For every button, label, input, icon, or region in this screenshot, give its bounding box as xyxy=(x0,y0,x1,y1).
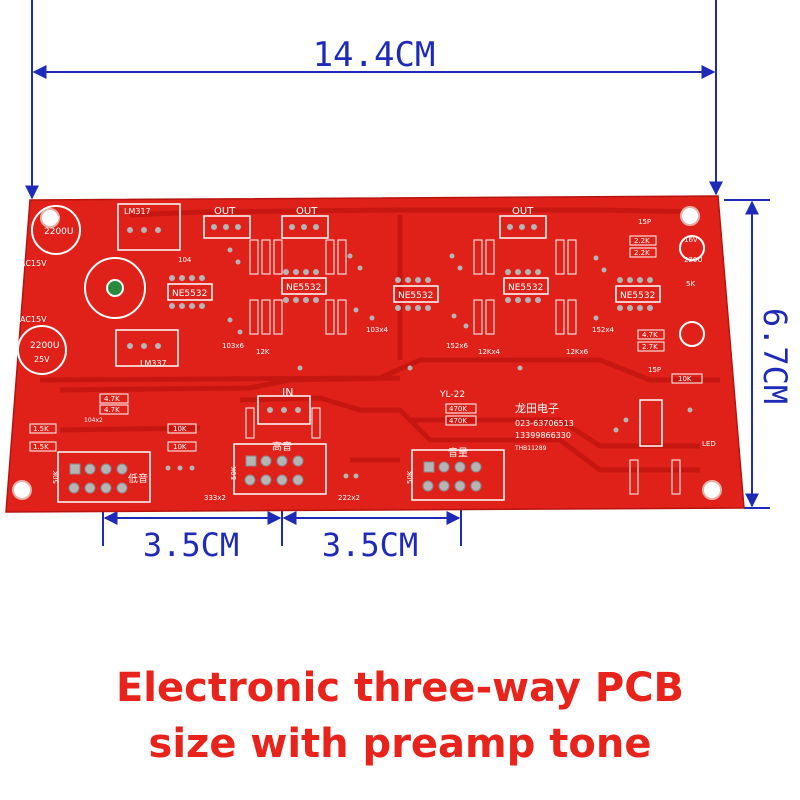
height-label: 6.7CM xyxy=(756,308,794,404)
cap-code: 152x4 xyxy=(592,326,615,334)
resistor-value: 15P xyxy=(648,366,661,374)
resistor-value: LED xyxy=(702,440,716,448)
capacitor-label: AC15V xyxy=(20,259,47,268)
ic-label: NE5532 xyxy=(620,291,655,301)
resistor-value: 4.7K xyxy=(104,406,120,414)
cap-code: 152x6 xyxy=(446,342,469,350)
output-label: OUT xyxy=(214,206,236,217)
output-label: OUT xyxy=(512,206,534,217)
resistor-value: 470K xyxy=(449,417,467,425)
potentiometer-pads xyxy=(68,455,482,494)
capacitor-footprints xyxy=(17,205,705,375)
ic-label: NE5532 xyxy=(286,283,321,293)
resistor-value: 2.2K xyxy=(634,249,650,257)
resistor-value: 1.5K xyxy=(33,425,49,433)
output-label: OUT xyxy=(296,206,318,217)
pot-value: 50K xyxy=(406,470,414,484)
resistor-value: 16V xyxy=(684,236,698,244)
resistor-value: 1.5K xyxy=(33,443,49,451)
caption-line-2: size with preamp tone xyxy=(148,721,652,767)
resistor-value: 12Kx4 xyxy=(478,348,501,356)
resistor-value: 4.7K xyxy=(642,331,658,339)
phone-label: 023-63706513 xyxy=(515,419,574,428)
cap-code: 333x2 xyxy=(204,494,226,502)
ic-pads xyxy=(127,224,653,413)
spacing-left-label: 3.5CM xyxy=(143,526,239,564)
resistor-value: 10K xyxy=(173,425,187,433)
cap-code: 103x6 xyxy=(222,342,245,350)
phone-label: 13399866330 xyxy=(515,431,571,440)
resistor-value: 2.7K xyxy=(642,343,658,351)
maker-label: 龙田电子 xyxy=(515,402,559,415)
resistor-value: 220U xyxy=(684,256,702,264)
resistor-value: 12Kx6 xyxy=(566,348,589,356)
bass-knob-label: 低音 xyxy=(128,472,148,485)
mounting-holes xyxy=(12,206,722,500)
pcb-board: 2200U 25V 2200U 25V AC15V AC15V LM317 LM… xyxy=(5,195,745,513)
resistor-value: 2.2K xyxy=(634,237,650,245)
resistor-value: 15P xyxy=(638,218,651,226)
knob-spacing-dimension: 3.5CM 3.5CM xyxy=(96,492,468,564)
ic-label: NE5532 xyxy=(398,291,433,301)
resistor-value: 470K xyxy=(449,405,467,413)
regulator-label: LM317 xyxy=(124,207,151,216)
width-dimension: 14.4CM xyxy=(25,0,723,200)
input-label: IN xyxy=(282,386,293,399)
regulator-label: LM337 xyxy=(140,359,167,368)
cap-code: 104x2 xyxy=(84,417,103,424)
resistor-value: 5K xyxy=(686,280,695,288)
board-code-label: THB11289 xyxy=(514,445,547,452)
width-label: 14.4CM xyxy=(313,35,436,75)
caption-line-1: Electronic three-way PCB xyxy=(115,665,685,711)
resistor-value: 10K xyxy=(678,375,692,383)
ic-outlines xyxy=(57,203,663,503)
cap-code: 104 xyxy=(178,256,192,264)
treble-knob-label: 高音 xyxy=(272,440,292,453)
pot-value: 50K xyxy=(52,470,60,484)
capacitor-label: 2200U xyxy=(30,341,60,351)
capacitor-label: 2200U xyxy=(44,227,74,237)
resistor-value: 4.7K xyxy=(104,395,120,403)
capacitor-label: AC15V xyxy=(20,315,47,324)
ic-label: NE5532 xyxy=(172,289,207,299)
volume-knob-label: 音量 xyxy=(448,446,468,459)
resistor-value: 10K xyxy=(173,443,187,451)
resistor-value: 12K xyxy=(256,348,270,356)
ic-label: NE5532 xyxy=(508,283,543,293)
spacing-right-label: 3.5CM xyxy=(322,526,418,564)
capacitor-label: 25V xyxy=(44,215,60,224)
model-label: YL-22 xyxy=(439,390,465,400)
cap-code: 222x2 xyxy=(338,494,360,502)
vias xyxy=(165,247,693,479)
capacitor-label: 25V xyxy=(34,355,50,364)
resistor-footprints: 4.7K 4.7K 1.5K 1.5K 10K 10K 470K 470K 2.… xyxy=(29,218,716,495)
height-dimension: 6.7CM xyxy=(724,199,794,509)
silkscreen-text: 2200U 25V 2200U 25V AC15V AC15V LM317 LM… xyxy=(20,206,655,502)
cap-code: 103x4 xyxy=(366,326,389,334)
